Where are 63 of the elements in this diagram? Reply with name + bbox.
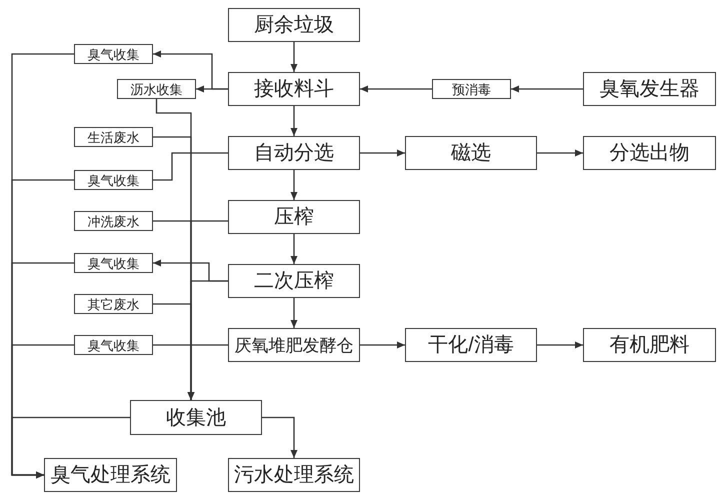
- tag-box: [74, 294, 153, 314]
- box-label: 厌氧堆肥发酵仓: [234, 336, 354, 354]
- arrow: [360, 86, 432, 92]
- arrow: [511, 86, 583, 92]
- arrow: [290, 298, 298, 328]
- box-label: 磁选: [451, 143, 491, 163]
- arrow: [537, 342, 583, 348]
- tag-box: [74, 253, 153, 273]
- box-label: 臭气收集: [88, 256, 140, 270]
- arrow: [11, 416, 130, 478]
- box-label: 有机肥料: [610, 335, 690, 355]
- connector-line: [153, 344, 228, 346]
- box-label: 二次压榨: [254, 271, 334, 291]
- process-box: [405, 136, 537, 170]
- box-label: 沥水收集: [130, 82, 182, 96]
- tag-box: [74, 211, 153, 231]
- process-box: [583, 136, 716, 170]
- arrow: [290, 42, 298, 72]
- arrow: [360, 342, 405, 348]
- connector-line: [153, 152, 228, 181]
- box-label: 臭气收集: [88, 174, 140, 186]
- box-label: 分选出物: [610, 143, 690, 163]
- process-box: [130, 400, 262, 435]
- box-label: 臭气收集: [88, 338, 140, 352]
- process-box: [228, 200, 360, 234]
- box-label: 预消毒: [452, 82, 491, 96]
- tag-box: [117, 79, 196, 99]
- arrow: [290, 170, 298, 200]
- box-label: 污水处理系统: [234, 465, 354, 485]
- process-box: [228, 458, 360, 492]
- box-label: 臭气收集: [88, 48, 140, 60]
- box-label: 生活废水: [88, 130, 140, 144]
- box-label: 厨余垃圾: [254, 15, 334, 35]
- tag-box: [74, 170, 153, 190]
- process-box: [228, 328, 360, 362]
- process-box: [228, 264, 360, 298]
- box-label: 臭氧发生器: [600, 79, 700, 99]
- box-label: 自动分选: [254, 143, 334, 163]
- process-box: [405, 328, 537, 362]
- process-box: [583, 328, 716, 362]
- process-box: [228, 72, 360, 106]
- arrow: [290, 106, 298, 136]
- box-label: 接收料斗: [254, 79, 334, 99]
- arrow: [262, 416, 298, 458]
- tag-box: [432, 79, 511, 99]
- box-label: 臭气处理系统: [50, 465, 170, 485]
- tag-box: [74, 127, 153, 147]
- tag-box: [74, 335, 153, 355]
- arrow: [153, 50, 228, 90]
- box-label: 干化/消毒: [428, 335, 514, 355]
- process-box: [228, 136, 360, 170]
- arrow: [360, 150, 405, 156]
- arrow: [153, 303, 194, 400]
- process-box: [44, 458, 177, 492]
- process-box: [583, 72, 716, 106]
- tag-box: [74, 44, 153, 64]
- process-box: [228, 8, 360, 42]
- box-label: 其它废水: [88, 298, 140, 310]
- arrow: [537, 150, 583, 156]
- box-label: 收集池: [166, 408, 226, 428]
- box-label: 冲洗废水: [88, 214, 140, 228]
- box-label: 压榨: [274, 207, 314, 227]
- arrow: [290, 234, 298, 264]
